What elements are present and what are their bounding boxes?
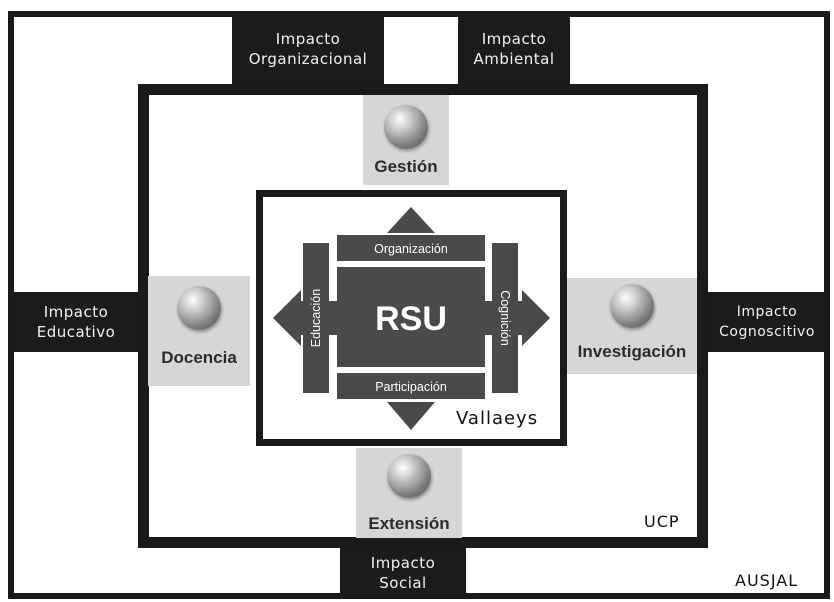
label-educacion: Educación: [309, 289, 323, 347]
label-vallaeys: Vallaeys: [456, 408, 539, 429]
rsu-title: RSU: [375, 300, 447, 338]
sphere-icon: [384, 105, 428, 149]
sphere-icon: [177, 286, 221, 330]
pillar-gestion: Gestión: [363, 95, 449, 185]
pillar-investigacion: Investigación: [567, 278, 697, 374]
label-ausjal: AUSJAL: [735, 571, 799, 590]
pillar-extension: Extensión: [356, 448, 462, 538]
pillar-docencia: Docencia: [148, 276, 250, 386]
sphere-icon: [610, 284, 654, 328]
middle-frame: [138, 84, 708, 548]
label-ucp: UCP: [644, 512, 680, 531]
label-organizacion: Organización: [374, 242, 448, 256]
label-participacion: Participación: [375, 380, 447, 394]
label-cognicion: Cognición: [498, 290, 512, 346]
sphere-icon: [387, 454, 431, 498]
rsu-cross: Organización Participación Educación Cog…: [273, 207, 550, 430]
